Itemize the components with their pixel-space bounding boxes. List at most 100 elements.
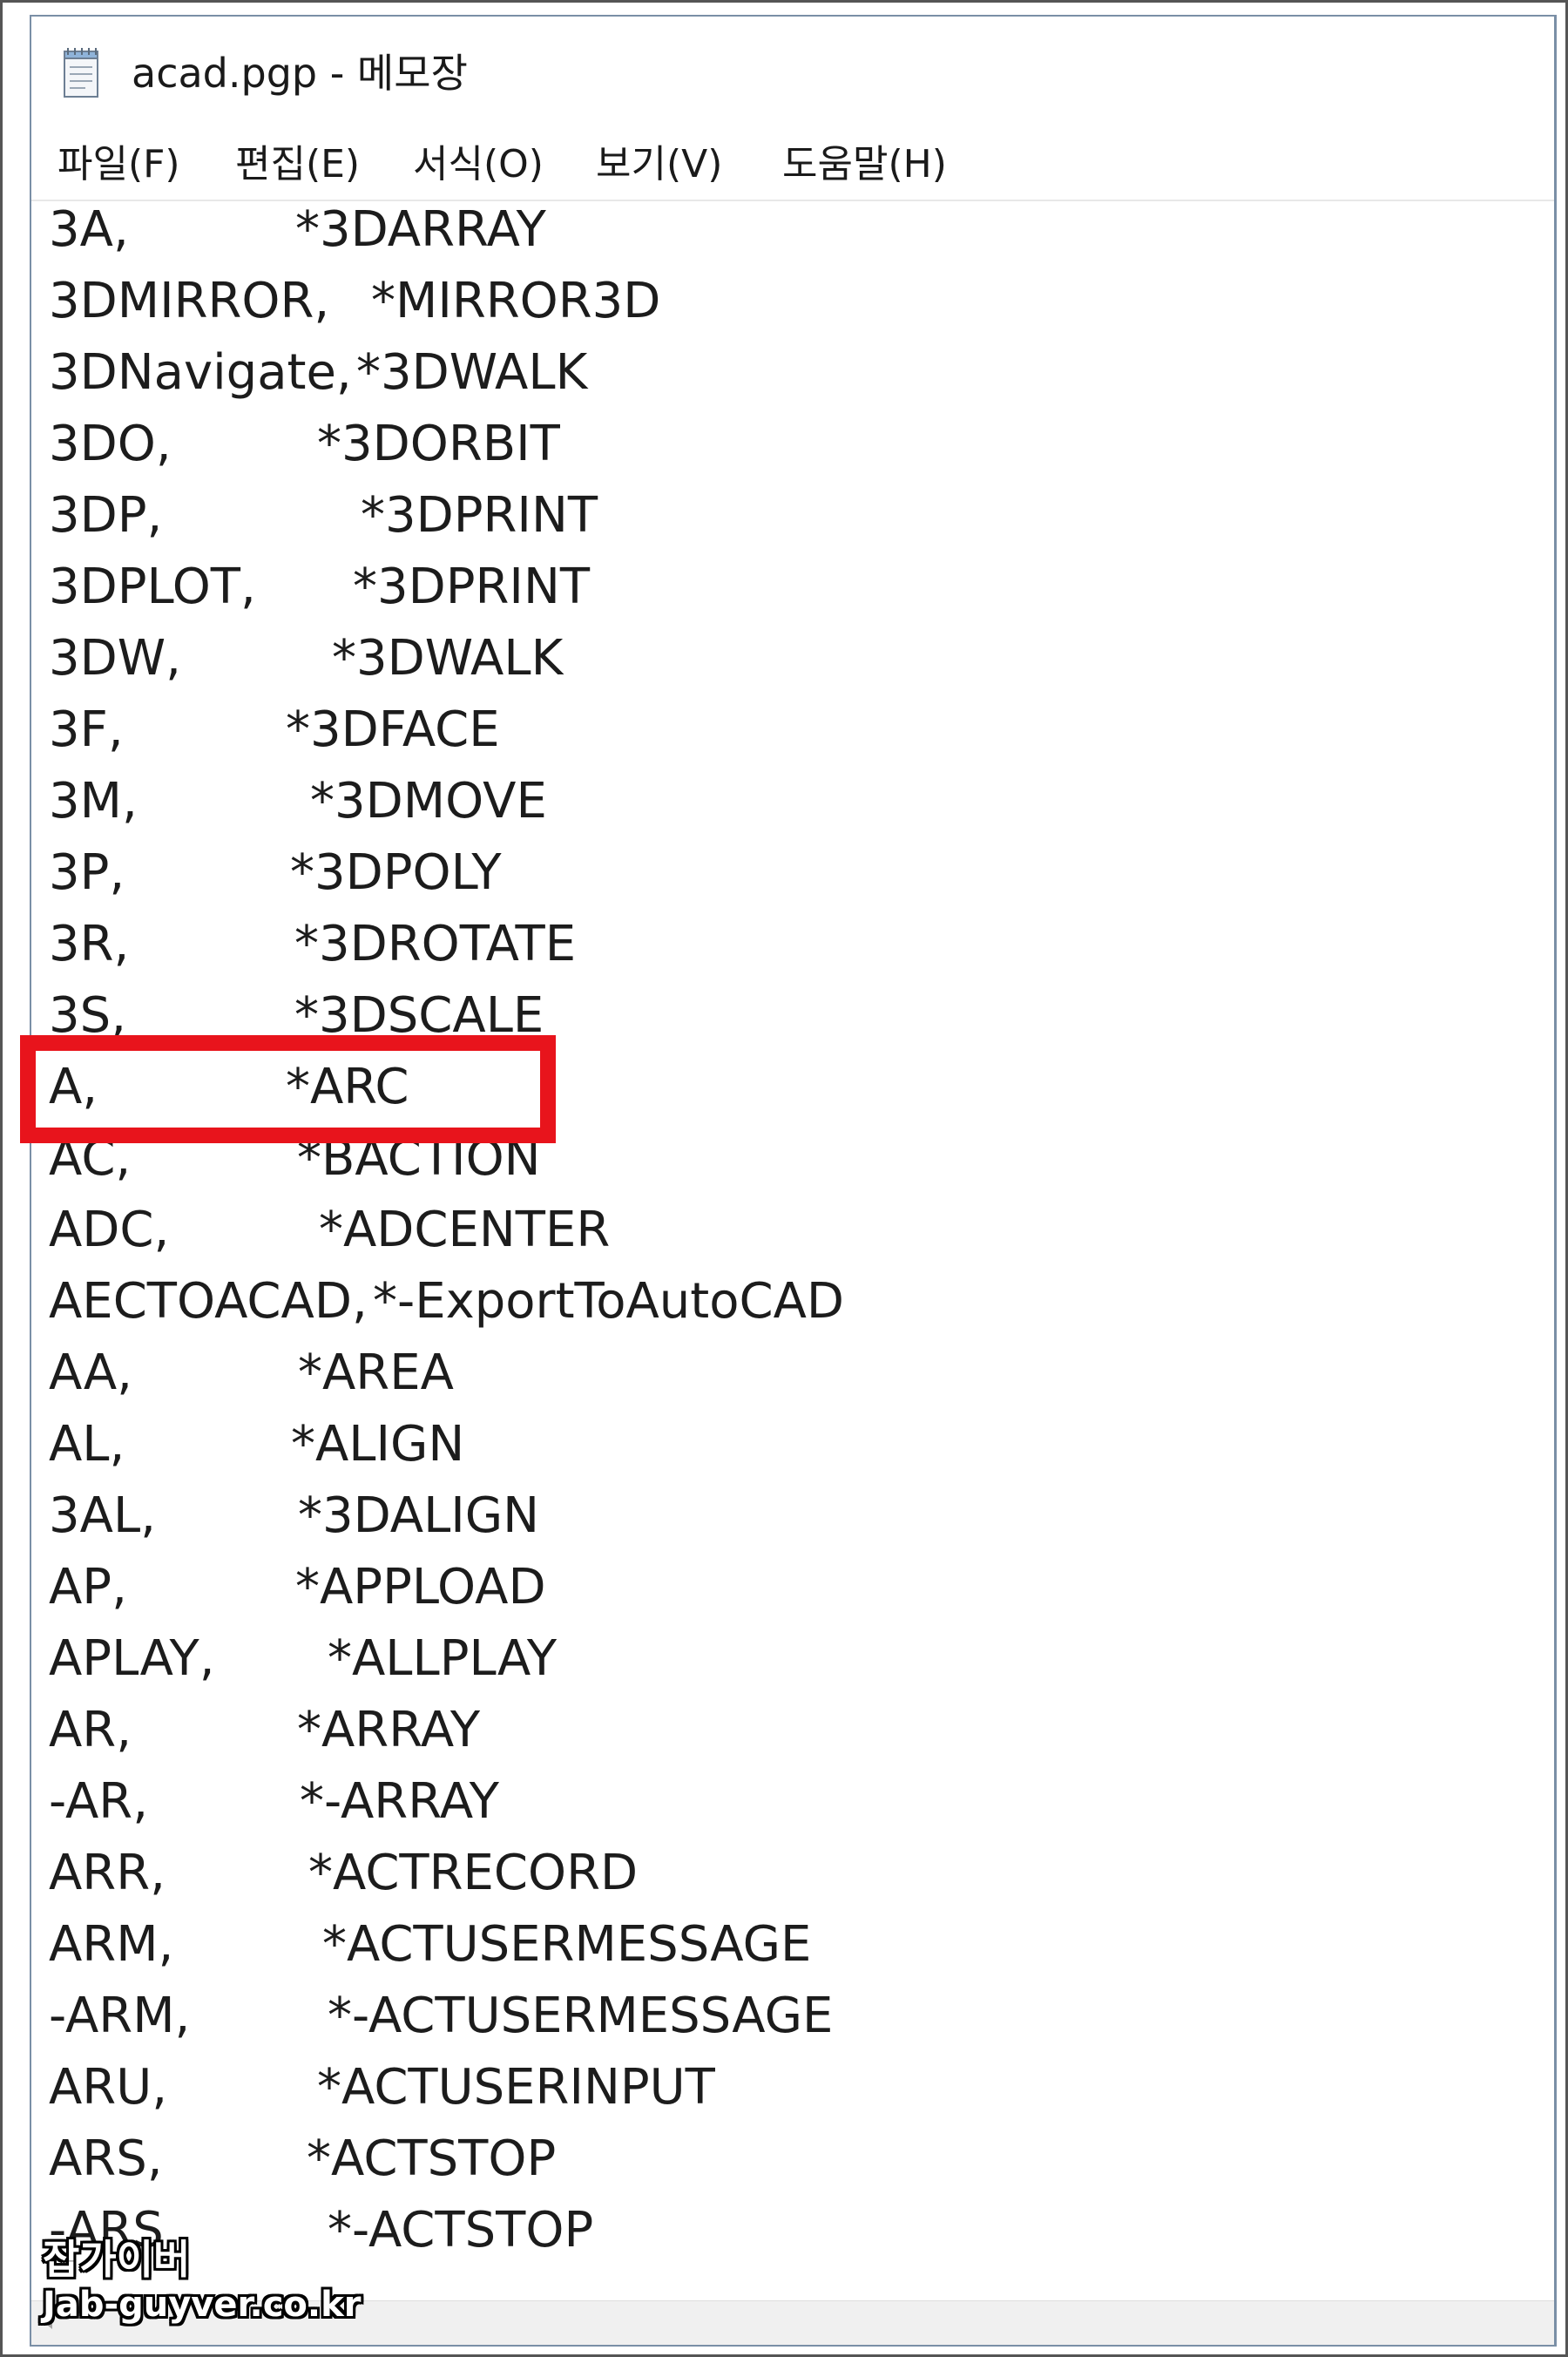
horizontal-scrollbar[interactable] [31, 2300, 1554, 2345]
text-line: AECTOACAD,*-ExportToAutoCAD [49, 1266, 844, 1338]
line-command: *-ACTSTOP [328, 2202, 594, 2259]
line-command: *ALLPLAY [328, 1630, 558, 1687]
line-alias: 3F, [49, 701, 124, 758]
line-command: *ACTUSERMESSAGE [322, 1916, 812, 1973]
line-alias: AP, [49, 1559, 127, 1615]
text-line: -AR, *-ARRAY [49, 1766, 499, 1838]
line-alias: 3DW, [49, 630, 181, 687]
line-command: *ACTUSERINPUT [317, 2059, 715, 2116]
line-command: *APPLOAD [295, 1559, 546, 1615]
text-line: APLAY, *ALLPLAY [49, 1623, 557, 1695]
text-line: 3DPLOT, *3DPRINT [49, 552, 590, 623]
line-alias: AA, [49, 1344, 132, 1401]
line-command: *ARC [286, 1059, 409, 1115]
line-alias: 3M, [49, 773, 138, 830]
line-alias: ARM, [49, 1916, 174, 1973]
line-command: *MIRROR3D [371, 273, 661, 329]
line-command: *3DPOLY [290, 844, 502, 901]
line-command: *3DSCALE [294, 987, 544, 1044]
line-alias: ADC, [49, 1202, 170, 1258]
menu-edit[interactable]: 편집(E) [235, 142, 361, 186]
line-alias: -AR, [49, 1773, 148, 1830]
line-alias: 3DP, [49, 487, 163, 544]
menu-format[interactable]: 서식(O) [413, 142, 544, 186]
text-line: ARU, *ACTUSERINPUT [49, 2052, 715, 2123]
line-command: *-ACTUSERMESSAGE [328, 1988, 834, 2044]
text-line: 3DNavigate,*3DWALK [49, 337, 587, 409]
line-alias: 3P, [49, 844, 125, 901]
text-line: AP, *APPLOAD [49, 1552, 546, 1623]
text-line: 3DP,*3DPRINT [49, 480, 598, 552]
window-title: acad.pgp - 메모장 [132, 50, 468, 97]
line-alias: AL, [49, 1416, 125, 1473]
line-alias: 3DO, [49, 416, 172, 472]
line-alias: 3DPLOT, [49, 559, 256, 615]
text-editor-area[interactable]: 3A, *3DARRAY 3DMIRROR, *MIRROR3D 3DNavigate,… [31, 201, 1554, 2301]
highlight-box [20, 1035, 556, 1143]
text-line: 3A, *3DARRAY [49, 201, 546, 266]
line-command: *ACTSTOP [307, 2130, 557, 2187]
text-line: 3R, *3DROTATE [49, 909, 576, 980]
line-command: *3DPRINT [353, 559, 591, 615]
text-line: -ARS, *-ACTSTOP [49, 2195, 593, 2266]
text-line: A, *ARC [49, 1052, 409, 1123]
line-command: *ALIGN [291, 1416, 465, 1473]
text-line: 3DW, *3DWALK [49, 623, 563, 694]
line-command: *-ExportToAutoCAD [373, 1273, 845, 1330]
line-alias: ARS, [49, 2130, 163, 2187]
line-alias: 3AL, [49, 1487, 156, 1544]
text-line: -ARM, *-ACTUSERMESSAGE [49, 1981, 833, 2052]
line-alias: 3R, [49, 916, 130, 972]
line-command: *-ARRAY [300, 1773, 500, 1830]
line-command: *3DALIGN [298, 1487, 540, 1544]
line-command: *3DMOVE [310, 773, 547, 830]
text-line: ARM, *ACTUSERMESSAGE [49, 1909, 811, 1981]
notepad-window: acad.pgp - 메모장 파일(F) 편집(E) 서식(O) 보기(V) 도… [30, 15, 1557, 2347]
text-line: ARS, *ACTSTOP [49, 2123, 556, 2195]
text-line: 3P, *3DPOLY [49, 837, 502, 909]
title-bar: acad.pgp - 메모장 [31, 17, 1554, 128]
line-alias: -ARS, [49, 2202, 179, 2259]
menu-file[interactable]: 파일(F) [57, 142, 180, 186]
line-command: *ACTRECORD [308, 1845, 639, 1901]
text-line: AL, *ALIGN [49, 1409, 464, 1480]
text-line: AR, *ARRAY [49, 1695, 480, 1766]
line-alias: A, [49, 1059, 98, 1115]
line-command: *ADCENTER [319, 1202, 611, 1258]
menu-view[interactable]: 보기(V) [596, 142, 723, 186]
watermark: 잡가이버 Jab-guyver.co.kr [43, 2238, 361, 2324]
menu-help[interactable]: 도움말(H) [782, 142, 947, 186]
watermark-url: Jab-guyver.co.kr [43, 2284, 362, 2325]
text-line: 3S, *3DSCALE [49, 980, 544, 1052]
line-command: *AREA [298, 1344, 454, 1401]
line-alias: 3A, [49, 201, 129, 258]
scroll-left-arrow-icon[interactable] [38, 2306, 52, 2329]
line-command: *3DORBIT [317, 416, 560, 472]
line-alias: ARU, [49, 2059, 168, 2116]
text-line: ARR, *ACTRECORD [49, 1838, 638, 1909]
line-command: *3DWALK [356, 344, 588, 401]
line-alias: 3DMIRROR, [49, 273, 330, 329]
text-line: 3DO, *3DORBIT [49, 409, 560, 480]
line-command: *3DARRAY [295, 201, 546, 258]
text-line: 3M, *3DMOVE [49, 766, 547, 837]
menu-bar: 파일(F) 편집(E) 서식(O) 보기(V) 도움말(H) [31, 128, 1554, 201]
line-alias: ARR, [49, 1845, 166, 1901]
line-alias: 3S, [49, 987, 126, 1044]
line-alias: APLAY, [49, 1630, 215, 1687]
text-line: 3DMIRROR, *MIRROR3D [49, 266, 660, 337]
line-alias: AR, [49, 1702, 132, 1758]
line-alias: 3DNavigate, [49, 344, 352, 401]
text-line: ADC, *ADCENTER [49, 1195, 610, 1266]
text-line: 3F, *3DFACE [49, 694, 500, 766]
text-line: AA, *AREA [49, 1338, 454, 1409]
watermark-name: 잡가이버 [43, 2236, 191, 2283]
line-command: *3DROTATE [294, 916, 577, 972]
line-command: *ARRAY [297, 1702, 481, 1758]
line-command: *3DWALK [332, 630, 564, 687]
line-alias: -ARM, [49, 1988, 191, 2044]
notepad-icon [64, 48, 98, 98]
text-line: 3AL, *3DALIGN [49, 1480, 539, 1552]
line-command: *3DFACE [286, 701, 500, 758]
